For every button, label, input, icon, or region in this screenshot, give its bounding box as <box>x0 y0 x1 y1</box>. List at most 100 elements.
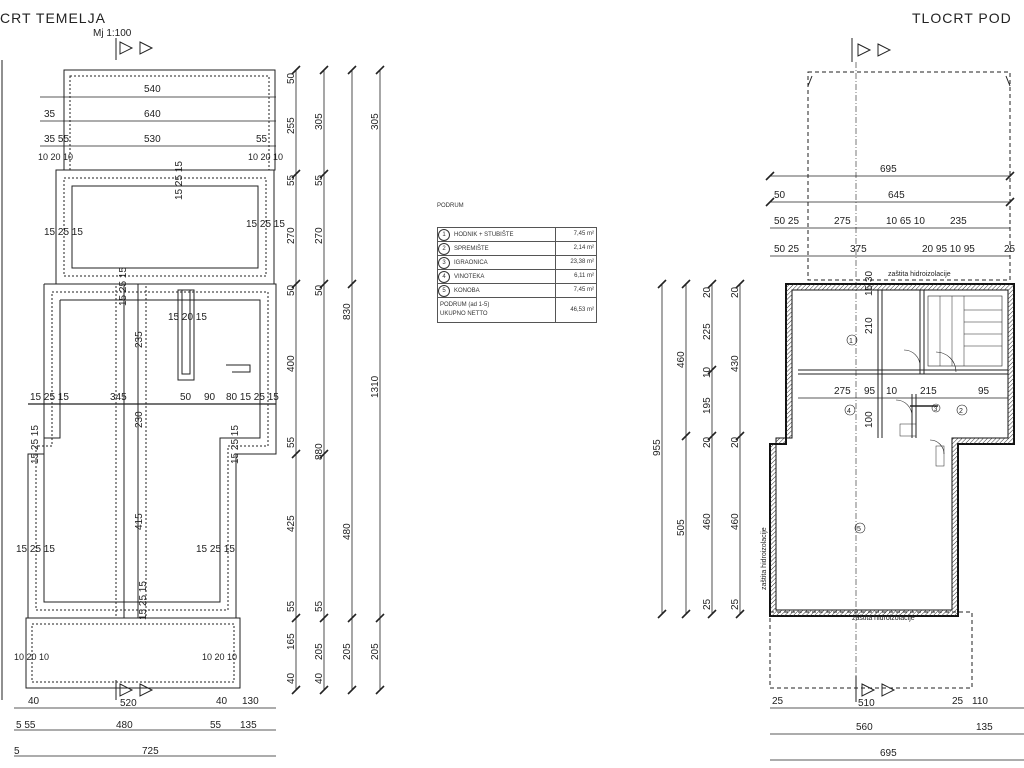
dim-r55d: 55 <box>286 600 297 612</box>
dim-i1525f: 15 25 15 <box>30 425 41 464</box>
dim-r205b: 205 <box>342 643 353 660</box>
rdim-l460c: 460 <box>730 513 741 530</box>
dim-640: 640 <box>144 109 161 120</box>
dim-r255: 255 <box>286 117 297 134</box>
rdim-b510: 510 <box>858 698 875 709</box>
room-name: SPREMIŠTE <box>454 245 489 252</box>
dim-r205a: 205 <box>314 643 325 660</box>
dim-35-55: 35 55 <box>44 134 69 145</box>
room-number-4: 4 <box>847 408 851 415</box>
dim-35: 35 <box>44 109 56 120</box>
room-number-5: 5 <box>857 526 861 533</box>
rdim-l505: 505 <box>676 519 687 536</box>
rdim-5025b: 50 25 <box>774 244 799 255</box>
dim-r205c: 205 <box>370 643 381 660</box>
dim-r55a: 55 <box>286 174 297 186</box>
right-dimension-texts: 695 50 645 50 25 275 10 65 10 235 50 25 … <box>652 164 1016 759</box>
dim-540: 540 <box>144 84 161 95</box>
basement-plan <box>661 38 1024 761</box>
room-name: KONOBA <box>454 287 480 294</box>
rdim-i95a: 95 <box>864 386 876 397</box>
hidroizolacija-top: zaštita hidroizolacije <box>888 271 951 278</box>
dim-b520: 520 <box>120 698 137 709</box>
rdim-l20b: 20 <box>730 286 741 298</box>
room-number-2: 2 <box>959 408 963 415</box>
dim-i1525b: 15 25 15 <box>246 219 285 230</box>
dim-r425: 425 <box>286 515 297 532</box>
room-number-badge: 2 <box>438 242 450 255</box>
room-area: 2,14 m² <box>555 242 596 255</box>
room-name: IGRAONICA <box>454 259 488 266</box>
dim-r305a: 305 <box>314 113 325 130</box>
dim-i1525d: 15 25 15 <box>118 267 129 306</box>
room-number-badge: 5 <box>438 284 450 297</box>
rdim-b110: 110 <box>972 696 988 707</box>
scale-label: Mj 1:100 <box>93 28 132 39</box>
rdim-1065: 10 65 10 <box>886 216 925 227</box>
rdim-i275: 275 <box>834 386 851 397</box>
rdim-b560: 560 <box>856 722 873 733</box>
dim-r55c: 55 <box>286 436 297 448</box>
dim-55: 55 <box>256 134 268 145</box>
room-number-badge: 4 <box>438 270 450 283</box>
dim-i1520: 15 20 15 <box>168 312 207 323</box>
dim-b725: 725 <box>142 746 159 757</box>
total-label-1: PODRUM (ad 1-5) <box>440 302 490 308</box>
dim-r880: 880 <box>314 443 325 460</box>
rdim-375: 375 <box>850 244 867 255</box>
dim-b40a: 40 <box>28 696 40 707</box>
rdim-l460a: 460 <box>676 351 687 368</box>
rdim-2095: 20 95 10 95 <box>922 244 975 255</box>
dim-r165: 165 <box>286 633 297 650</box>
room-area: 7,45 m² <box>555 228 596 241</box>
room-name: HODNIK + STUBIŠTE <box>454 231 514 238</box>
room-number-badge: 3 <box>438 256 450 269</box>
rdim-i1530: 15 30 <box>864 271 875 296</box>
total-label-2: UKUPNO NETTO <box>440 311 488 317</box>
legend-row: 2 SPREMIŠTE 2,14 m² <box>438 242 596 256</box>
dim-r55e: 55 <box>314 600 325 612</box>
dim-b555: 5 55 <box>16 720 36 731</box>
rdim-l430: 430 <box>730 355 741 372</box>
rdim-235: 235 <box>950 216 967 227</box>
left-plan-title: CRT TEMELJA <box>0 10 106 26</box>
dim-r50a: 50 <box>286 72 297 84</box>
dim-i90: 90 <box>204 392 216 403</box>
dim-i1525i: 15 25 15 <box>196 544 235 555</box>
room-number-1: 1 <box>849 338 853 345</box>
rdim-l20d: 20 <box>730 436 741 448</box>
dim-i1525a: 15 25 15 <box>174 161 185 200</box>
dim-i1525c: 15 25 15 <box>44 227 83 238</box>
rdim-275: 275 <box>834 216 851 227</box>
legend-row: 5 KONOBA 7,45 m² <box>438 284 596 298</box>
rdim-i95b: 95 <box>978 386 990 397</box>
rdim-b25a: 25 <box>772 696 784 707</box>
dim-r1310: 1310 <box>370 375 381 398</box>
dim-i415: 415 <box>134 513 145 530</box>
dim-r270a: 270 <box>286 227 297 244</box>
room-area: 7,45 m² <box>555 284 596 297</box>
room-number-3: 3 <box>934 407 938 413</box>
rdim-l25a: 25 <box>702 598 713 610</box>
dim-b480: 480 <box>116 720 133 731</box>
dim-r480: 480 <box>342 523 353 540</box>
dim-i1525j: 15 25 15 <box>138 581 149 620</box>
rdim-b695: 695 <box>880 748 897 759</box>
dim-r55b: 55 <box>314 174 325 186</box>
dim-r830: 830 <box>342 303 353 320</box>
dim-b5: 5 <box>14 746 20 757</box>
dim-b40b: 40 <box>216 696 228 707</box>
right-plan-title: TLOCRT POD <box>912 10 1012 26</box>
dim-r305b: 305 <box>370 113 381 130</box>
foundation-top-strip <box>63 69 276 171</box>
dim-ib1020b: 10 20 10 <box>202 652 237 662</box>
dim-i235: 235 <box>134 331 145 348</box>
hidroizolacija-bottom: zaštita hidroizolacije <box>852 615 915 622</box>
rdim-b25b: 25 <box>952 696 964 707</box>
rdim-i210: 210 <box>864 317 875 334</box>
room-name: VINOTEKA <box>454 273 485 280</box>
dim-r40b: 40 <box>314 672 325 684</box>
